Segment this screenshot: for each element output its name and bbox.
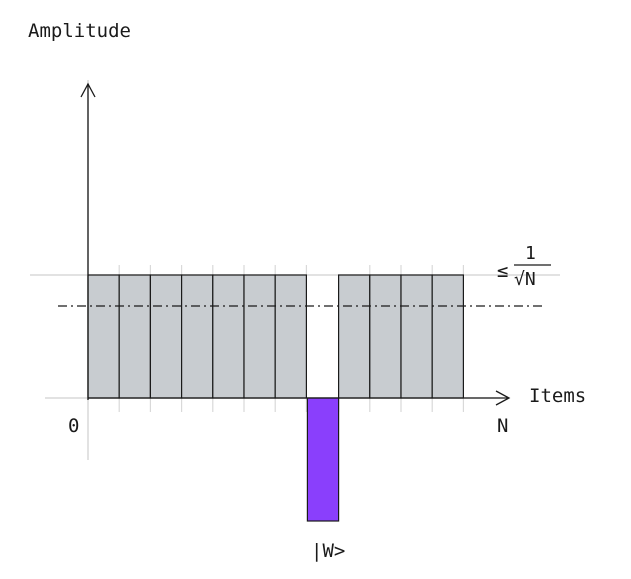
end-label: N bbox=[497, 415, 508, 437]
bound-denominator: √N bbox=[514, 269, 536, 290]
bound-numerator: 1 bbox=[525, 243, 536, 264]
x-axis-label: Items bbox=[529, 385, 586, 407]
amplitude-bar bbox=[369, 274, 402, 399]
marked-bar bbox=[306, 397, 340, 522]
y-axis-label: Amplitude bbox=[28, 20, 131, 42]
bars-group bbox=[87, 265, 465, 522]
y-axis-arrowhead bbox=[80, 82, 96, 98]
amplitude-bar bbox=[274, 274, 308, 399]
marked-state-label: |W> bbox=[311, 540, 345, 562]
x-axis-arrowhead bbox=[495, 390, 511, 406]
amplitude-bar bbox=[431, 274, 465, 399]
amplitude-bar bbox=[118, 274, 151, 399]
amplitude-bar bbox=[212, 274, 245, 399]
bound-leq-symbol: ≤ bbox=[497, 260, 508, 282]
amplitude-bar bbox=[243, 274, 276, 399]
amplitude-bar bbox=[149, 274, 183, 399]
amplitude-bar bbox=[338, 274, 371, 399]
origin-label: 0 bbox=[68, 415, 79, 437]
amplitude-bar bbox=[181, 274, 214, 399]
amplitude-bar bbox=[400, 274, 433, 399]
amplitude-bar bbox=[87, 274, 120, 399]
